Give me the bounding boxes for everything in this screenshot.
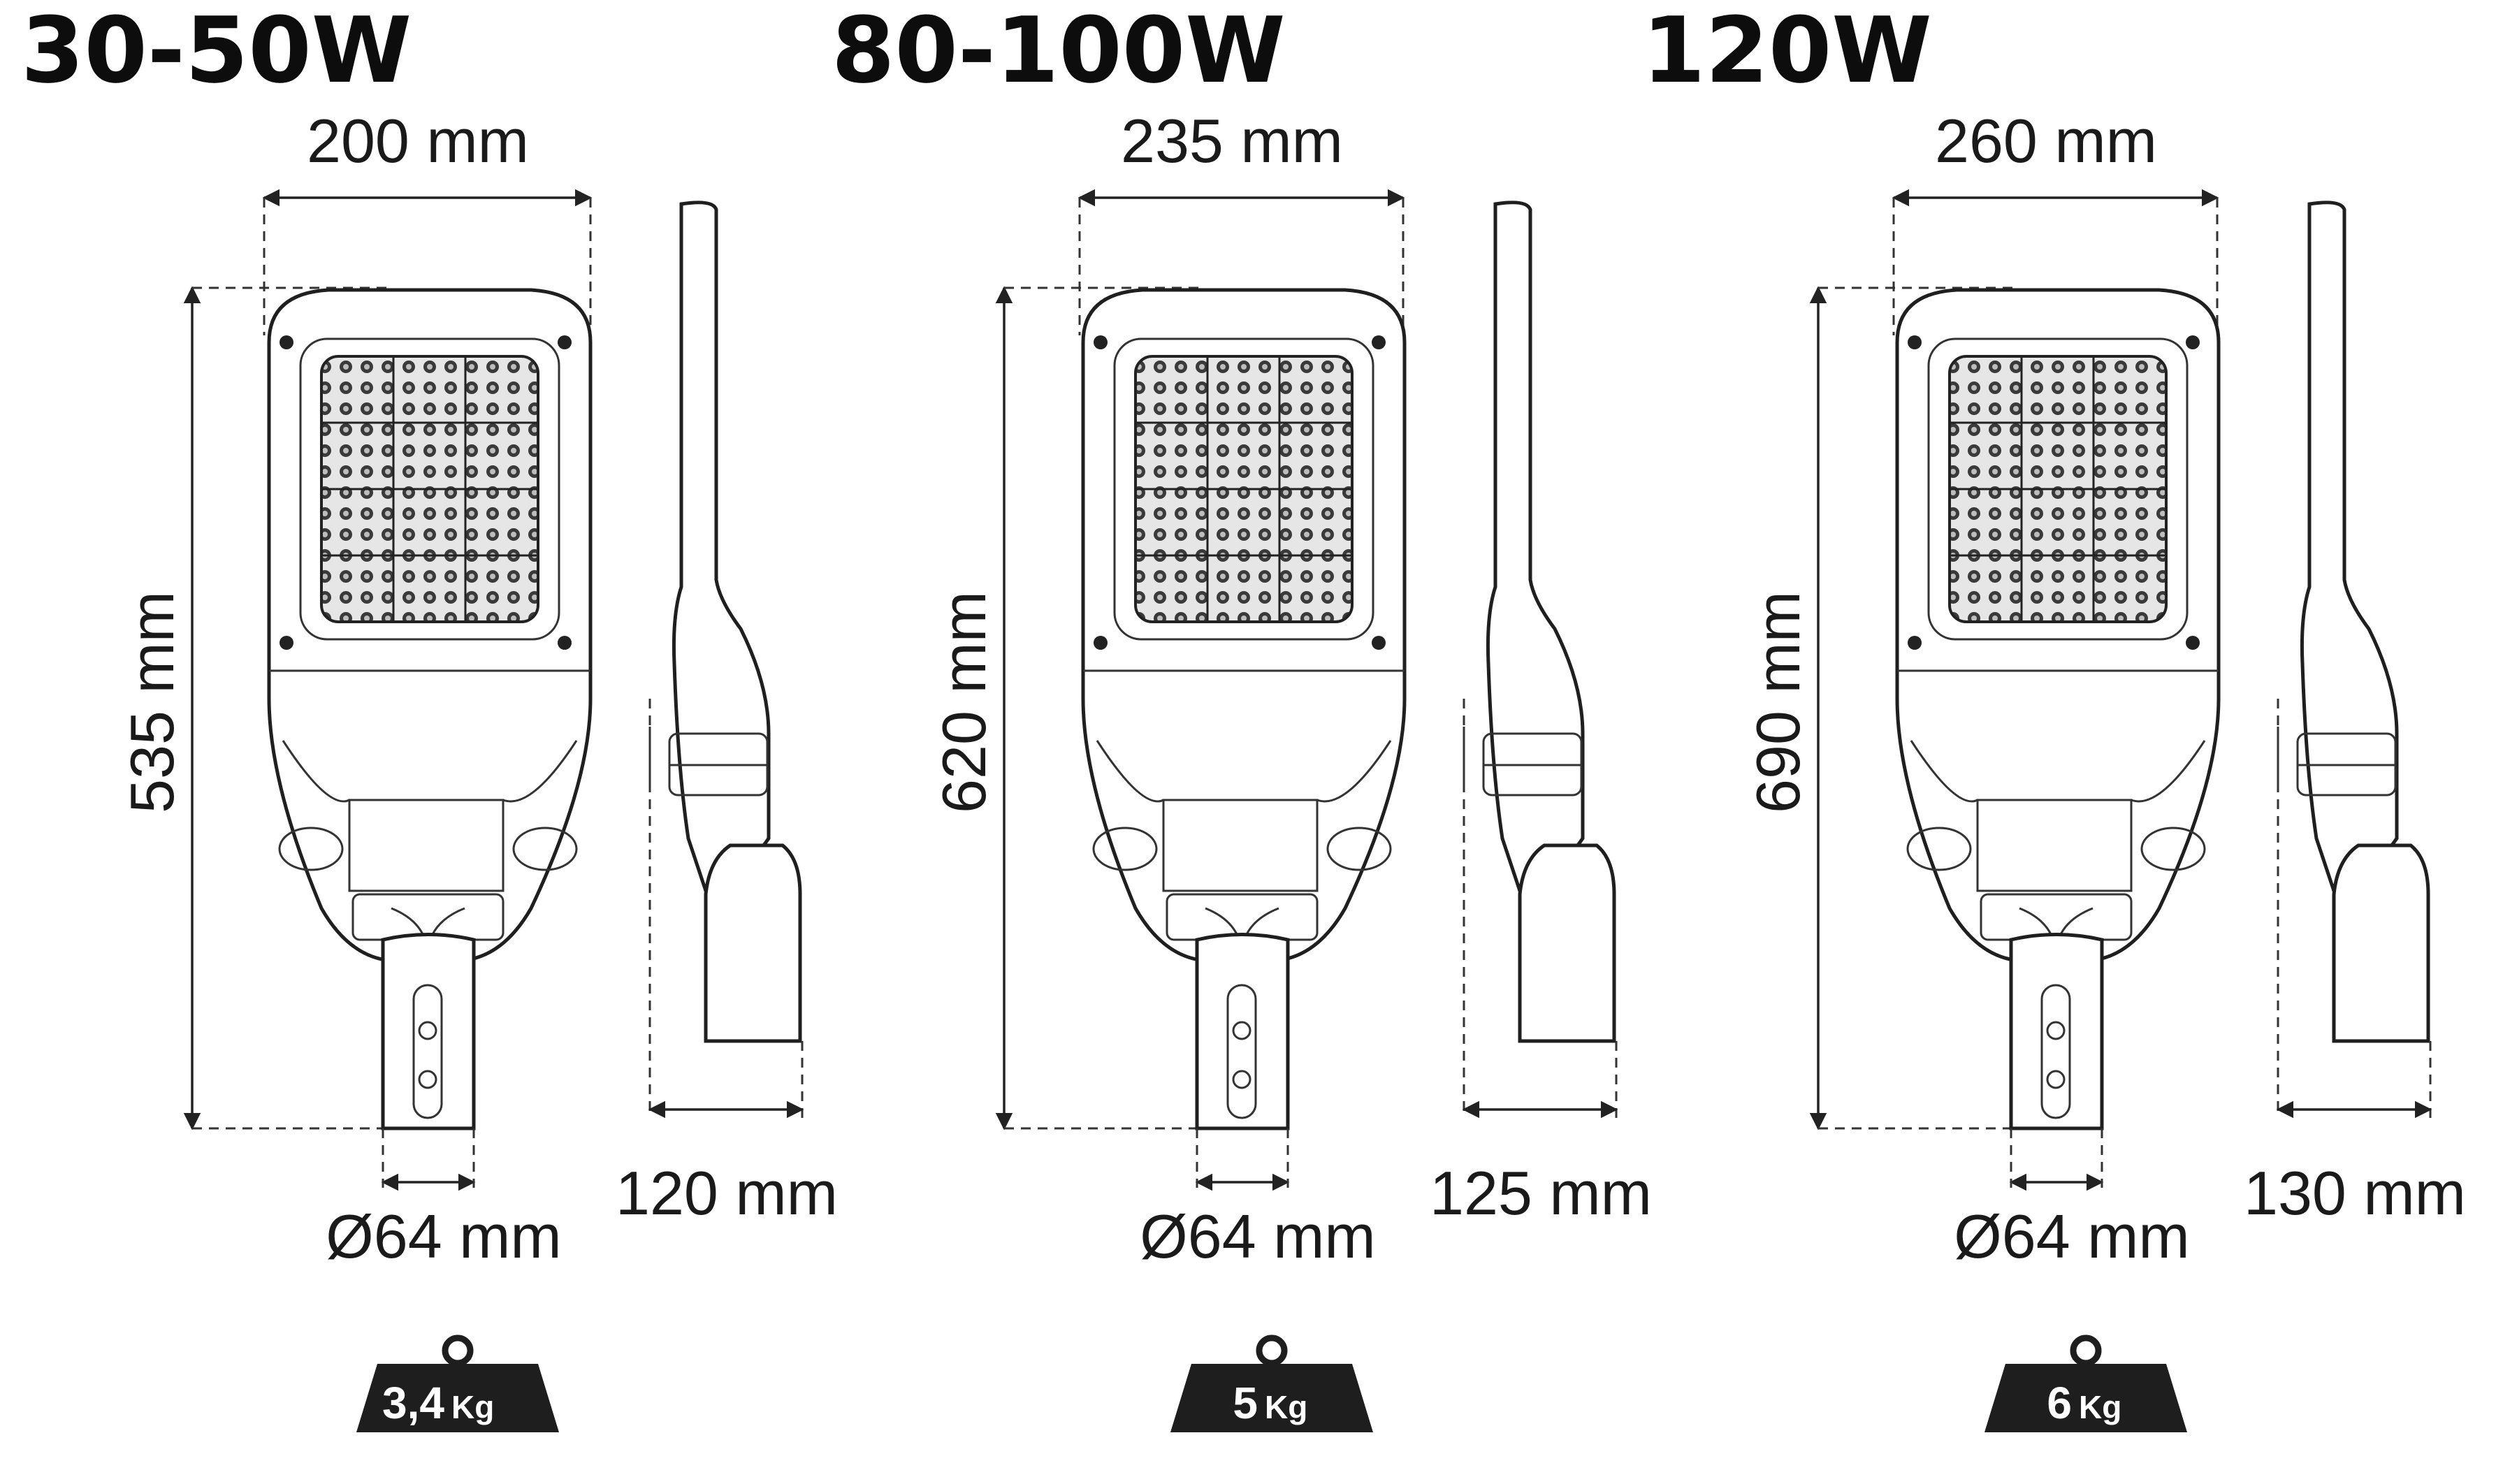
depth-label: 120 mm [616, 1158, 838, 1228]
luminaire-front-view [1895, 288, 2221, 1130]
luminaire-front-view [267, 288, 593, 1130]
pole-spigot [1195, 933, 1290, 1130]
weight-unit: Kg [2079, 1389, 2121, 1425]
weight-badge: 3,4 Kg [356, 1334, 559, 1432]
weight-icon [1170, 1364, 1373, 1432]
variant-120w: 120W 260 mm 690 mm [1642, 0, 2466, 1432]
variant-30-50w: 30-50W 200 mm 535 mm [21, 0, 838, 1432]
luminaire-side-view [648, 201, 802, 1043]
power-title: 120W [1642, 0, 1932, 103]
luminaire-front-view [1081, 288, 1407, 1130]
weight-unit: Kg [1265, 1389, 1307, 1425]
weight-value: 6 [2047, 1378, 2072, 1428]
pole-spigot [381, 933, 476, 1130]
weight-hook-icon [1256, 1334, 1288, 1367]
power-title: 80-100W [832, 0, 1286, 103]
pole-spigot [2009, 933, 2104, 1130]
weight-badge: 6 Kg [1985, 1334, 2187, 1432]
weight-icon [1985, 1364, 2187, 1432]
luminaire-side-view [1463, 201, 1616, 1043]
weight-value: 3,4 [382, 1378, 444, 1428]
depth-label: 130 mm [2244, 1158, 2466, 1228]
power-title: 30-50W [21, 0, 412, 103]
variant-80-100w: 80-100W 235 mm 620 mm [832, 0, 1652, 1432]
luminaire-side-view [2277, 201, 2430, 1043]
width-label: 235 mm [1121, 106, 1343, 175]
depth-label: 125 mm [1430, 1158, 1652, 1228]
diameter-label: Ø64 mm [326, 1202, 561, 1271]
width-label: 260 mm [1935, 106, 2157, 175]
diameter-label: Ø64 mm [1140, 1202, 1375, 1271]
height-label: 535 mm [117, 591, 187, 813]
weight-hook-icon [442, 1334, 474, 1367]
height-label: 690 mm [1743, 591, 1813, 813]
weight-hook-icon [2070, 1334, 2102, 1367]
weight-icon [356, 1364, 559, 1432]
weight-badge: 5 Kg [1170, 1334, 1373, 1432]
weight-unit: Kg [451, 1389, 494, 1425]
width-label: 200 mm [307, 106, 529, 175]
diameter-label: Ø64 mm [1954, 1202, 2189, 1271]
height-label: 620 mm [929, 591, 999, 813]
weight-value: 5 [1233, 1378, 1258, 1428]
